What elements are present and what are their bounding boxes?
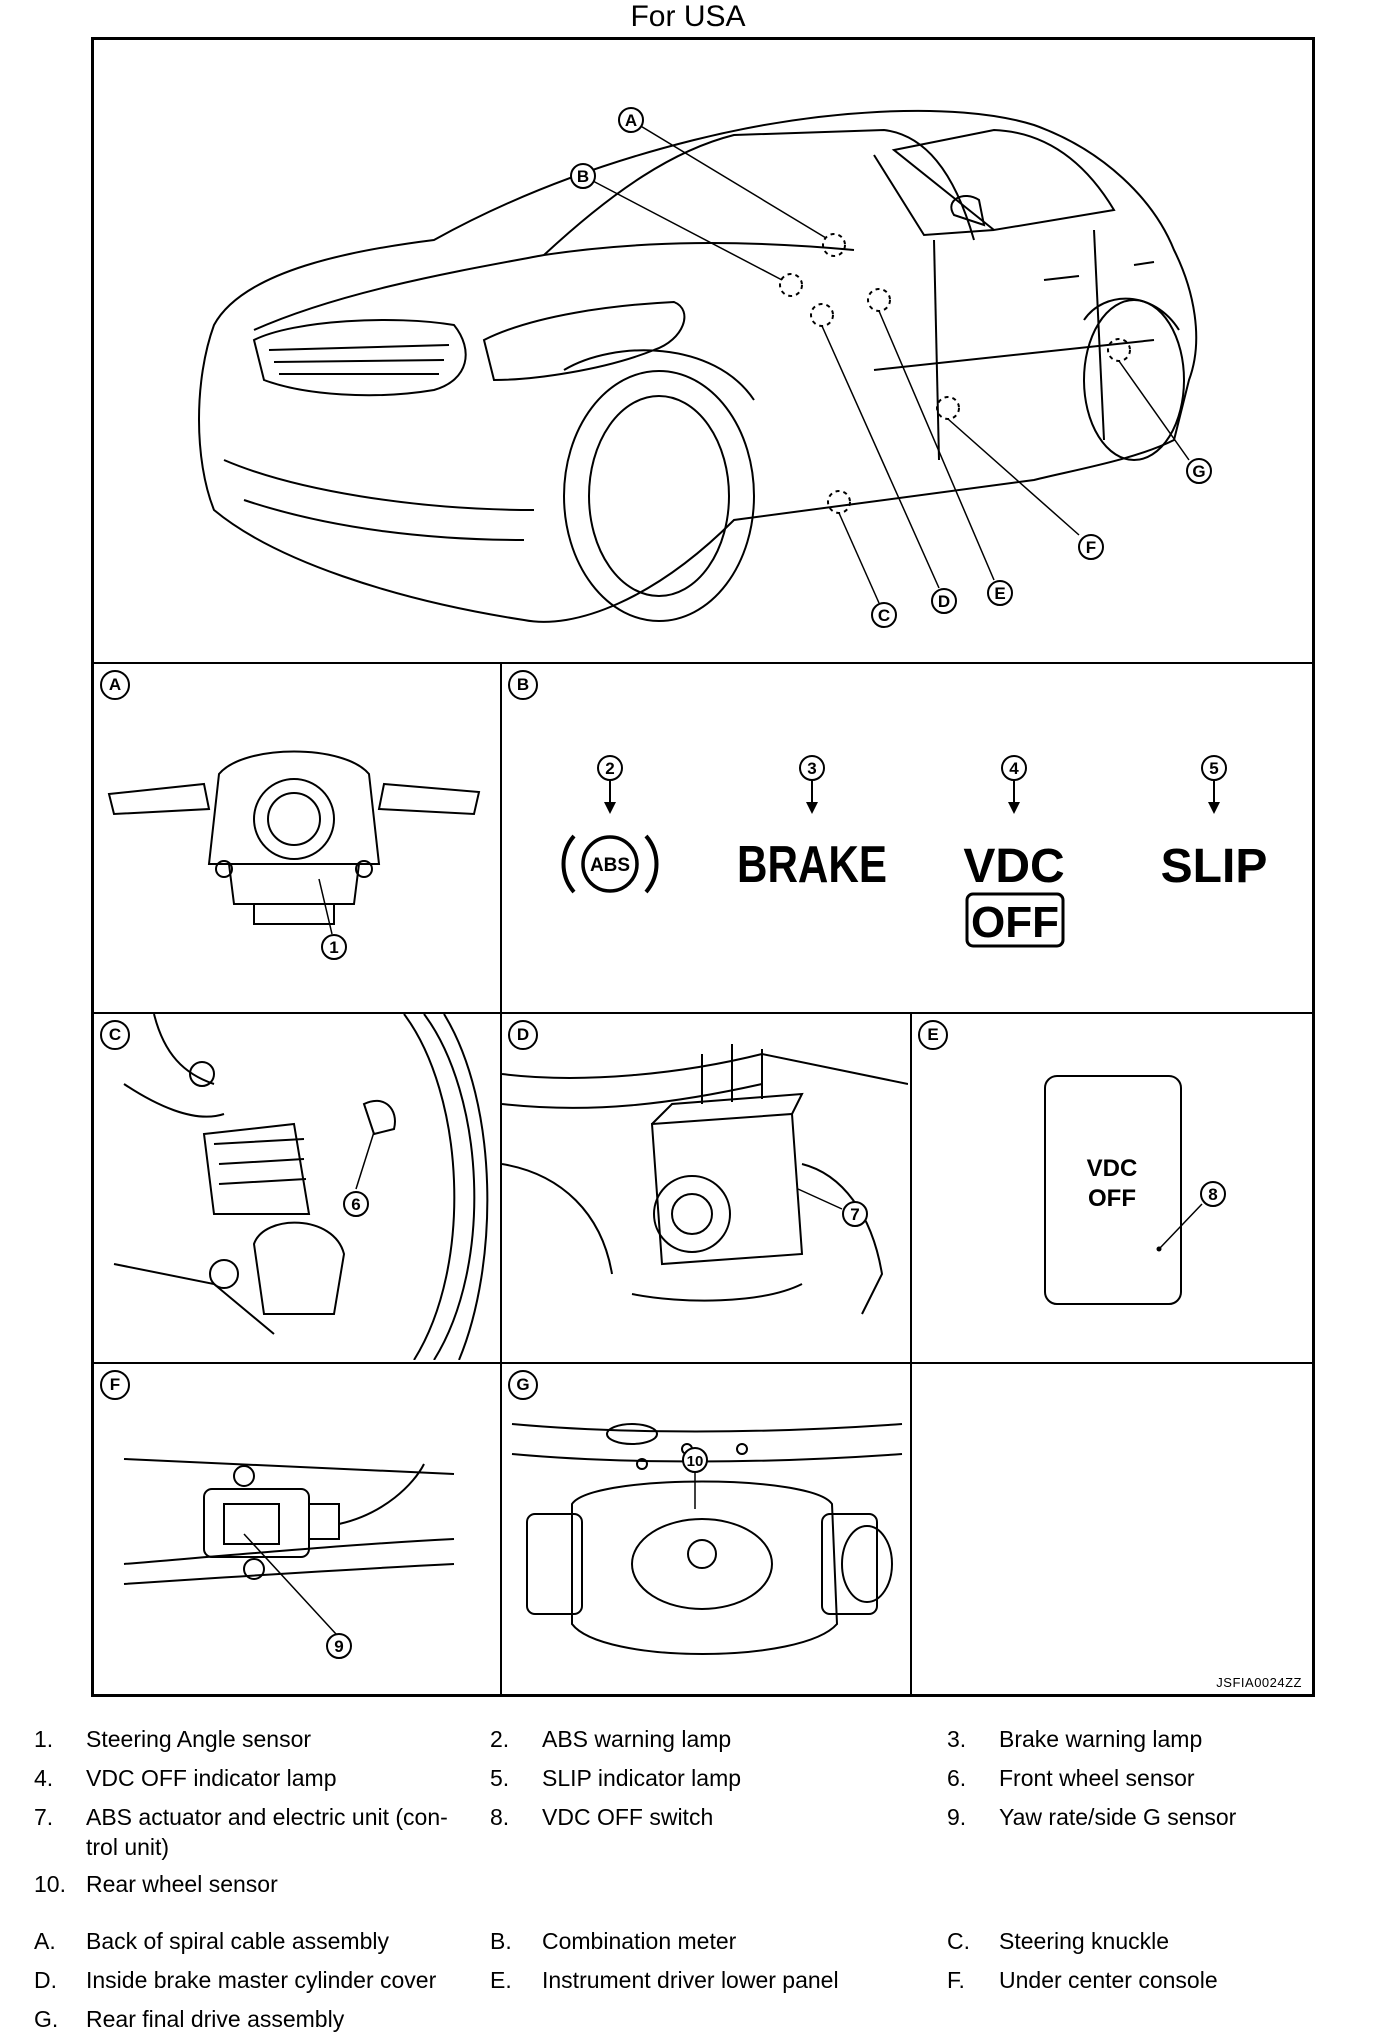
diagram-frame: A B C D E F G A xyxy=(91,37,1315,1697)
callout-2: 2 xyxy=(605,759,614,778)
figure-id: JSFIA0024ZZ xyxy=(1216,1675,1302,1690)
car-overview-panel: A B C D E F G xyxy=(94,40,1312,664)
switch-vdc-text: VDC xyxy=(1087,1155,1138,1182)
front-wheel-sensor-illustration: 6 xyxy=(113,1013,489,1361)
brake-warning-lamp-text: BRAKE xyxy=(737,836,887,894)
callout-4: 4 xyxy=(1009,759,1019,778)
panel-label-f: F xyxy=(100,1370,130,1400)
switch-off-text: OFF xyxy=(1088,1185,1136,1212)
callout-label-E: E xyxy=(994,584,1005,603)
panel-label-b: B xyxy=(508,670,538,700)
callout-label-A: A xyxy=(625,111,637,130)
panel-empty: JSFIA0024ZZ xyxy=(912,1364,1312,1694)
panel-label-a: A xyxy=(100,670,130,700)
abs-text: ABS xyxy=(590,855,630,876)
callout-label-G: G xyxy=(1192,462,1205,481)
callout-label-C: C xyxy=(878,606,890,625)
car-illustration: A B C D E F G xyxy=(198,107,1212,628)
callout-6: 6 xyxy=(351,1195,360,1214)
panel-label-c: C xyxy=(100,1020,130,1050)
callout-5: 5 xyxy=(1209,759,1218,778)
callout-1: 1 xyxy=(329,938,338,957)
vdc-text: VDC xyxy=(963,840,1064,893)
panel-label-g: G xyxy=(508,1370,538,1400)
off-text: OFF xyxy=(971,898,1059,947)
vdc-off-switch-illustration: VDC OFF 8 xyxy=(1044,1075,1226,1305)
callout-10: 10 xyxy=(687,1453,704,1470)
spiral-cable-illustration: 1 xyxy=(107,750,481,960)
callout-label-B: B xyxy=(577,167,589,186)
rear-wheel-sensor-illustration: 10 xyxy=(511,1423,903,1655)
callout-label-F: F xyxy=(1086,538,1096,557)
callout-9: 9 xyxy=(334,1637,343,1656)
panel-g-rear-final-drive: G 10 xyxy=(502,1364,912,1694)
panel-d-abs-actuator: D 7 xyxy=(501,1014,912,1364)
callout-8: 8 xyxy=(1208,1185,1217,1204)
callout-7: 7 xyxy=(850,1205,859,1224)
panel-c-steering-knuckle: C 6 xyxy=(94,1013,502,1364)
abs-warning-lamp-icon: ABS xyxy=(561,834,659,894)
panel-f-yaw-rate-sensor: F 9 xyxy=(94,1364,502,1694)
panel-label-e: E xyxy=(918,1020,948,1050)
panel-b-combination-meter: B 2 3 4 5 xyxy=(502,664,1312,1014)
yaw-rate-sensor-illustration: 9 xyxy=(123,1458,455,1659)
callout-3: 3 xyxy=(807,759,816,778)
figure-title: For USA xyxy=(630,0,746,33)
callout-label-D: D xyxy=(938,592,950,611)
abs-actuator-illustration: 7 xyxy=(501,1044,909,1315)
panel-label-d: D xyxy=(508,1020,538,1050)
panel-e-vdc-off-switch: E VDC OFF 8 xyxy=(912,1014,1312,1364)
slip-indicator-lamp-text: SLIP xyxy=(1161,840,1268,893)
panel-a-spiral-cable: A 1 xyxy=(94,664,502,1014)
meter-illustration: 2 3 4 5 xyxy=(561,755,1268,948)
